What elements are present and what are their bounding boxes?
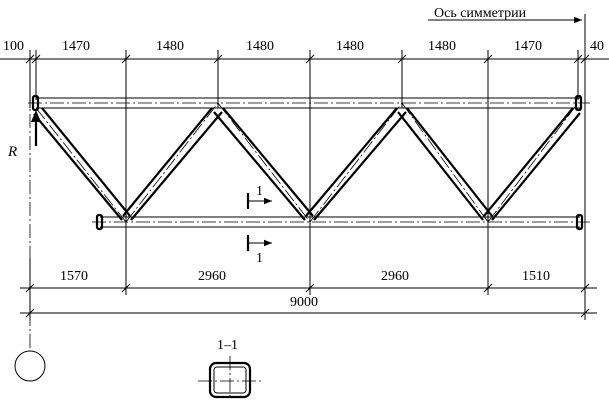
top-dimension-chain: 100 1470 1480 1480 1480 1480 1470 40	[0, 39, 609, 64]
dim-tick	[305, 54, 315, 64]
bottom-chord	[92, 213, 590, 231]
dim-tick	[25, 308, 35, 318]
dim-tick	[483, 283, 493, 293]
dim-tick	[397, 54, 407, 64]
reaction-force: R	[7, 110, 41, 160]
dim-tick	[25, 283, 35, 293]
diagonal	[122, 107, 213, 217]
dim-tick	[121, 283, 131, 293]
diagonal	[406, 107, 493, 217]
bottom-dimension-chain: 1570 2960 2960 1510	[20, 269, 597, 293]
dim-label: 40	[590, 39, 604, 54]
section-cut-top: 1	[246, 184, 272, 209]
reaction-label: R	[7, 144, 17, 160]
dim-tick	[483, 54, 493, 64]
axis-marker-circle	[14, 350, 46, 382]
dim-label: 1470	[62, 39, 90, 54]
dim-tick	[573, 54, 583, 64]
dim-label: 1480	[156, 39, 184, 54]
top-chord	[28, 94, 590, 112]
dim-label: 9000	[290, 295, 318, 310]
section-cut-number: 1	[256, 184, 263, 199]
total-dimension: 9000	[20, 295, 597, 318]
diagonal-axis	[35, 107, 127, 223]
dim-tick	[121, 54, 131, 64]
section-cut-bottom: 1	[246, 235, 272, 266]
dim-label: 1470	[514, 39, 542, 54]
dim-label: 1480	[336, 39, 364, 54]
bottom-chord-end-plate	[575, 213, 584, 231]
diagonal	[397, 111, 484, 221]
diagonal	[33, 113, 123, 221]
diagonal	[483, 107, 574, 217]
diagonal-axis	[487, 102, 579, 223]
symmetry-axis-label: Ось симметрии	[428, 6, 582, 24]
extension-lines	[29, 14, 586, 320]
dim-tick	[580, 283, 590, 293]
symmetry-axis-text: Ось симметрии	[434, 6, 527, 21]
dim-label: 1480	[246, 39, 274, 54]
dim-tick	[580, 308, 590, 318]
diagonal	[41, 107, 131, 217]
diagonal-axis	[217, 102, 311, 223]
diagonal	[130, 111, 223, 221]
dim-tick	[580, 54, 590, 64]
diagonal	[313, 111, 407, 221]
dim-label: 1510	[522, 269, 550, 284]
section-cut-number: 1	[256, 251, 263, 266]
dim-label: 1480	[428, 39, 456, 54]
dim-tick	[25, 54, 35, 64]
diagonal	[305, 107, 398, 217]
dim-tick	[213, 54, 223, 64]
dim-tick	[31, 54, 41, 64]
top-chord-end-plate	[31, 94, 40, 112]
diagonal	[491, 112, 581, 221]
section-detail: 1–1	[198, 338, 264, 400]
dim-label: 100	[3, 39, 24, 54]
diagonal	[222, 107, 314, 217]
reaction-arrowhead	[31, 110, 41, 122]
diagonal	[213, 111, 306, 221]
section-title: 1–1	[217, 338, 238, 353]
dim-label: 1570	[60, 269, 88, 284]
bottom-chord-end-plate	[95, 213, 104, 231]
dim-tick	[305, 283, 315, 293]
top-chord-end-plate	[574, 94, 583, 112]
dim-label: 2960	[198, 269, 226, 284]
web-members	[33, 102, 581, 223]
diagonal-axis	[309, 102, 403, 223]
diagonal-axis	[125, 102, 219, 223]
diagonal-axis	[401, 102, 489, 223]
dim-label: 2960	[381, 269, 409, 284]
